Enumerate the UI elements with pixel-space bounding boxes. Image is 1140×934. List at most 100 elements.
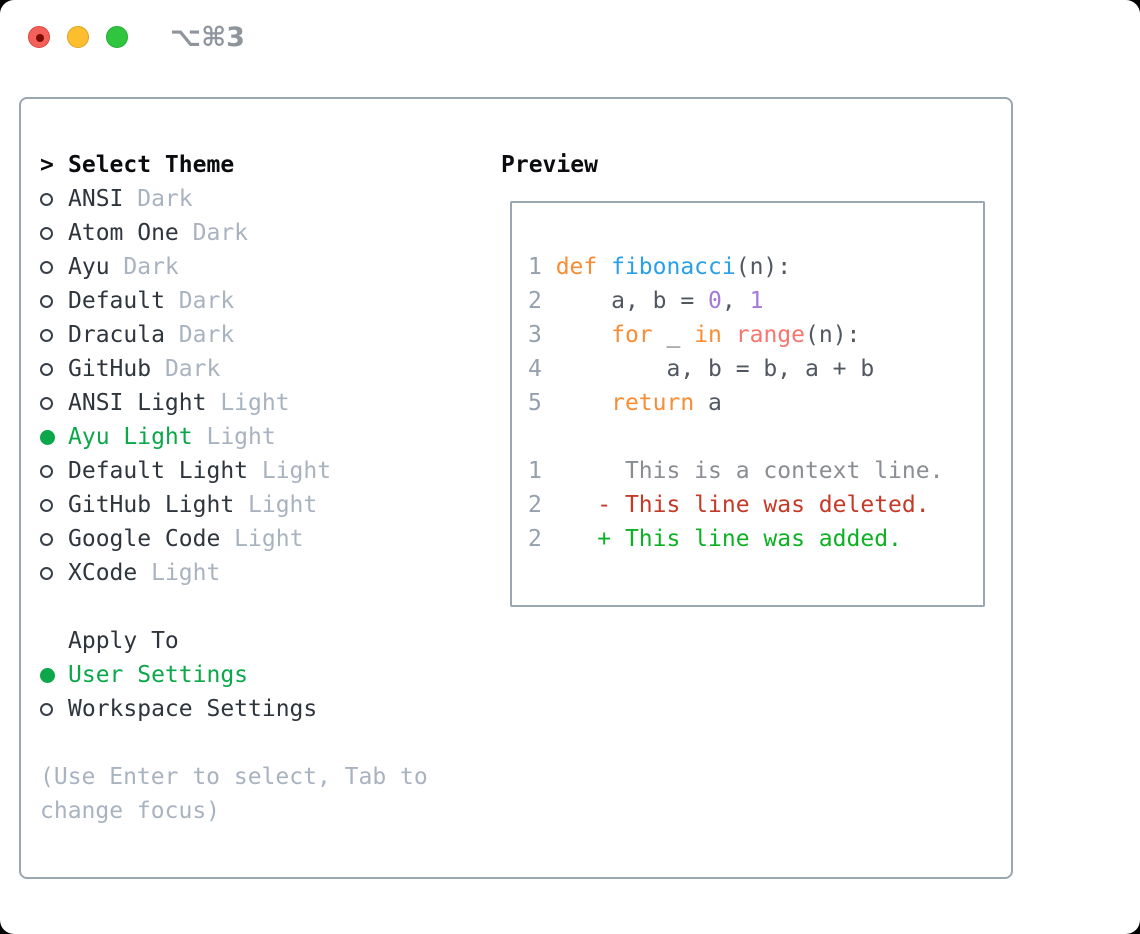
code-line-4: 4 a, b = b, a + b [528, 352, 983, 386]
radio-icon [40, 532, 68, 546]
theme-option-ayu-dark[interactable]: Ayu Dark [40, 250, 485, 284]
theme-option-atom-one-dark[interactable]: Atom One Dark [40, 216, 485, 250]
zoom-button[interactable] [106, 26, 128, 48]
preview-header-row: Preview [501, 148, 598, 182]
code-token: 1 [749, 288, 764, 314]
spacer [40, 590, 485, 624]
theme-option-ansi-light-light[interactable]: ANSI Light Light [40, 386, 485, 420]
preview-title: Preview [501, 152, 598, 178]
window-title: ⌥⌘3 [170, 22, 245, 53]
radio-icon [40, 566, 53, 580]
minimize-button[interactable] [67, 26, 89, 48]
theme-name: XCode [68, 560, 138, 586]
code-token: _ [652, 322, 695, 348]
code-token [722, 322, 736, 348]
theme-option-default-dark[interactable]: Default Dark [40, 284, 485, 318]
theme-name: Default Light [68, 458, 249, 484]
code-token: in [694, 322, 722, 348]
apply-option-user-settings[interactable]: User Settings [40, 658, 485, 692]
radio-icon [40, 328, 68, 342]
radio-selected-icon [40, 667, 55, 683]
theme-variant: Dark [109, 254, 179, 280]
radio-icon [40, 702, 53, 716]
theme-variant: Light [220, 526, 304, 552]
diff-line-3: 2 + This line was added. [528, 522, 983, 556]
theme-name: Dracula [68, 322, 165, 348]
diff-line-1: 1 This is a context line. [528, 454, 983, 488]
radio-icon [40, 464, 68, 478]
code-token: range [735, 322, 805, 348]
radio-icon [40, 362, 68, 376]
theme-variant: Dark [178, 220, 249, 246]
unsaved-indicator-dot [36, 34, 44, 42]
theme-variant: Dark [151, 356, 221, 382]
code-token: (n): [735, 254, 792, 280]
radio-icon [40, 260, 68, 274]
line-number: 1 [528, 254, 556, 280]
theme-option-ansi-dark[interactable]: ANSI Dark [40, 182, 485, 216]
radio-icon [40, 532, 53, 546]
diff-text: - This line was deleted. [541, 492, 930, 518]
line-number: 2 [528, 288, 556, 314]
radio-selected-icon [40, 667, 68, 683]
spacer [40, 726, 485, 760]
radio-icon [40, 396, 53, 410]
radio-icon [40, 702, 68, 716]
diff-text: This is a context line. [541, 458, 944, 484]
radio-icon [40, 362, 53, 376]
code-token [556, 390, 611, 416]
radio-icon [40, 566, 68, 580]
apply-option-label: User Settings [68, 662, 249, 688]
radio-icon [40, 294, 53, 308]
radio-icon [40, 226, 68, 240]
theme-name: Ayu Light [68, 424, 193, 450]
code-line-5: 5 return a [528, 386, 983, 420]
line-number: 4 [528, 356, 556, 382]
theme-option-default-light-light[interactable]: Default Light Light [40, 454, 485, 488]
line-number: 3 [528, 322, 556, 348]
theme-option-google-code-light[interactable]: Google Code Light [40, 522, 485, 556]
radio-icon [40, 226, 53, 240]
apply-option-workspace-settings[interactable]: Workspace Settings [40, 692, 485, 726]
theme-option-github-light-light[interactable]: GitHub Light Light [40, 488, 485, 522]
line-number: 2 [528, 526, 542, 552]
radio-icon [40, 396, 68, 410]
code-token: a, b = [555, 288, 709, 314]
radio-icon [40, 260, 53, 274]
radio-icon [40, 294, 68, 308]
radio-selected-icon [40, 429, 68, 445]
theme-name: Google Code [68, 526, 221, 552]
hint-text: (Use Enter to select, Tab to change focus… [40, 760, 485, 828]
radio-selected-icon [40, 429, 55, 445]
theme-name: ANSI [68, 186, 124, 212]
apply-to-header-row: Apply To [40, 624, 485, 658]
radio-icon [40, 192, 68, 206]
theme-variant: Light [206, 390, 290, 416]
theme-option-dracula-dark[interactable]: Dracula Dark [40, 318, 485, 352]
theme-option-github-dark[interactable]: GitHub Dark [40, 352, 485, 386]
hint-line-1: (Use Enter to select, Tab to [40, 764, 428, 790]
code-token [556, 322, 611, 348]
spacer [528, 420, 983, 454]
radio-icon [40, 328, 53, 342]
theme-option-xcode-light[interactable]: XCode Light [40, 556, 485, 590]
code-token: , [721, 288, 750, 314]
close-button[interactable] [28, 26, 50, 48]
cursor-prefix: > [40, 152, 54, 178]
line-number: 1 [528, 458, 542, 484]
line-number: 2 [528, 492, 542, 518]
code-token: 0 [708, 288, 722, 314]
code-token: fibonacci [611, 254, 736, 280]
diff-line-2: 2 - This line was deleted. [528, 488, 983, 522]
theme-name: Ayu [68, 254, 110, 280]
theme-option-ayu-light-light[interactable]: Ayu Light Light [40, 420, 485, 454]
radio-icon [40, 192, 53, 206]
hint-line-2: change focus) [40, 798, 221, 824]
theme-name: Atom One [68, 220, 179, 246]
theme-variant: Dark [123, 186, 193, 212]
